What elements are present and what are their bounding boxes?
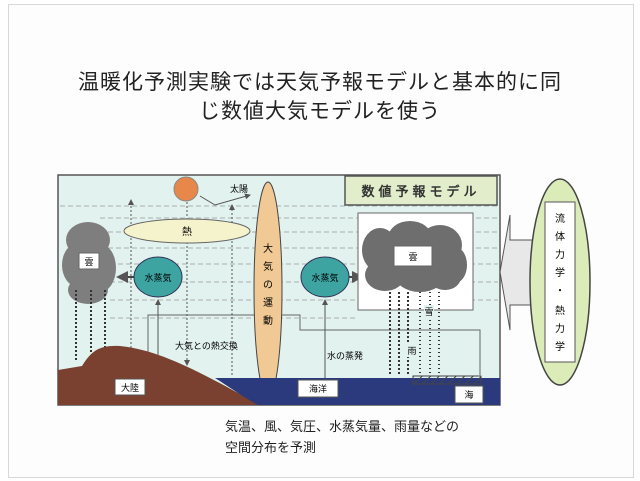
- heat-label: 熱: [182, 225, 192, 238]
- svg-text:流: 流: [555, 212, 565, 225]
- ocean-label: 海洋: [309, 383, 327, 395]
- right-cloud-label-box: [393, 245, 433, 267]
- continent-label-box: [114, 378, 146, 396]
- rain-label-bg: [407, 344, 417, 357]
- snow-label: 雪: [424, 307, 433, 318]
- snow-label-bg: [424, 305, 434, 318]
- svg-text:学: 学: [555, 266, 565, 279]
- svg-text:動: 動: [263, 314, 273, 327]
- sun-ray-arrow: [199, 193, 251, 206]
- svg-text:熱: 熱: [555, 304, 565, 317]
- rain-label: 雨: [407, 346, 416, 357]
- vapor-left-ellipse: [133, 256, 183, 298]
- left-cloud-label-box: [78, 252, 100, 270]
- vapor-right-label: 水蒸気: [311, 272, 338, 284]
- svg-text:学: 学: [555, 340, 565, 353]
- caption-line1: 気温、風、気圧、水蒸気量、雨量などの: [225, 420, 460, 435]
- svg-text:大: 大: [263, 242, 273, 255]
- caption-line2: 空間分布を予測: [225, 441, 317, 456]
- svg-text:力: 力: [555, 248, 565, 261]
- rain-lines: [389, 292, 409, 375]
- vapor-left-label: 水蒸気: [144, 272, 171, 284]
- svg-text:力: 力: [555, 322, 565, 335]
- sun-label: 太陽: [230, 183, 248, 195]
- svg-text:体: 体: [555, 231, 565, 243]
- sea-ice-label-box: [454, 385, 484, 404]
- physics-label: 流 体 力 学 ・ 熱 力 学: [555, 212, 565, 353]
- heat-ellipse: [123, 218, 251, 244]
- svg-text:の: の: [263, 280, 273, 291]
- sun-icon: [173, 176, 199, 202]
- evaporation-label: 水の蒸発: [327, 350, 363, 362]
- svg-text:気: 気: [263, 260, 273, 273]
- sea-ice-label: 海: [464, 389, 473, 401]
- ocean-label-box: [297, 379, 339, 398]
- continent-land: [58, 345, 260, 405]
- slide-title-line2: じ数値大気モデルを使う: [199, 99, 441, 123]
- right-cloud-label: 雲: [408, 252, 417, 263]
- sea-ice: [412, 375, 482, 385]
- model-title: 数値予報モデル: [361, 184, 480, 200]
- surface-outline: [147, 314, 481, 375]
- continent-label: 大陸: [121, 382, 139, 394]
- physics-label-box: [544, 201, 576, 363]
- heat-exchange-label: 大気との熱交換: [175, 340, 238, 352]
- model-title-box: [344, 175, 498, 206]
- left-precipitation: [75, 290, 106, 360]
- atmos-motion-label: 大 気 の 運 動: [263, 242, 273, 327]
- slide-title-line1: 温暖化予測実験では天気予報モデルと基本的に同: [78, 70, 562, 94]
- ocean: [215, 378, 500, 405]
- svg-text:・: ・: [555, 286, 565, 297]
- left-cloud-label: 雲: [84, 257, 93, 268]
- svg-text:運: 運: [263, 297, 273, 309]
